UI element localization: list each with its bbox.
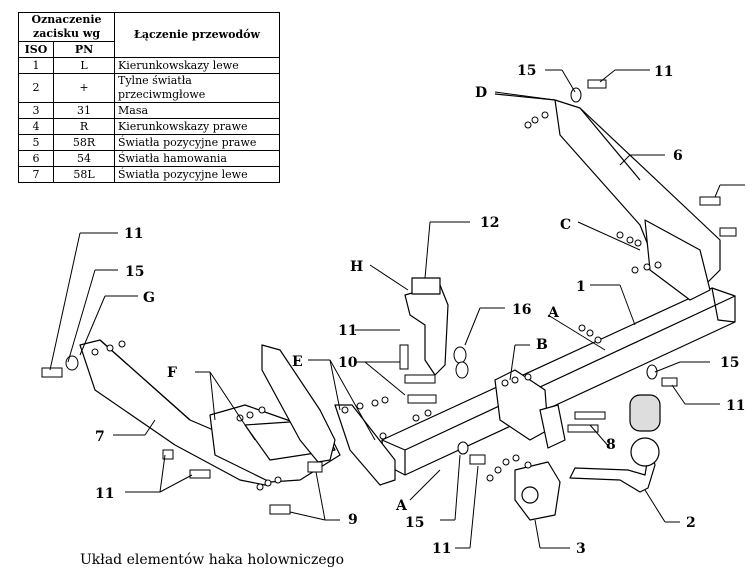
label-c: C (560, 217, 571, 233)
bolt-icon (407, 394, 437, 404)
label-11: 11 (654, 64, 673, 80)
bolt-icon (269, 504, 291, 515)
label-1: 1 (576, 279, 586, 295)
diagram-caption: Układ elementów haka holowniczego (80, 552, 345, 568)
label-2: 2 (686, 515, 696, 531)
label-7: 7 (95, 429, 105, 445)
label-15: 15 (517, 63, 536, 79)
mount-rail (539, 404, 566, 449)
washers-nuts (65, 87, 662, 491)
label-g: G (143, 290, 155, 306)
cell-pn: + (53, 73, 115, 103)
bolt-icon (162, 449, 174, 460)
label-11: 11 (338, 323, 357, 339)
label-a: A (395, 498, 408, 514)
plate-e-inner (334, 404, 396, 486)
bolt-icon (307, 461, 323, 473)
bolt-icon (469, 454, 486, 465)
bushing-icon (455, 361, 469, 379)
bushing-icon (453, 346, 467, 364)
bracket-c (644, 219, 711, 301)
label-b: B (536, 337, 548, 353)
bolt-icon (399, 344, 409, 370)
socket-plate (411, 277, 441, 295)
label-15: 15 (405, 515, 424, 531)
header-terminal-marking: Oznaczenie zacisku wg (18, 12, 115, 42)
label-d: D (475, 85, 487, 101)
label-e: E (292, 354, 303, 370)
label-h: H (350, 259, 363, 275)
bolt-icon (41, 367, 63, 378)
bolt-icon (661, 377, 678, 387)
header-iso: ISO (18, 41, 54, 58)
label-12: 12 (480, 215, 499, 231)
table-row: 2+Tylne światła przeciwmgłowe (18, 73, 280, 103)
leader-lines (49, 69, 745, 549)
label-11: 11 (95, 486, 114, 502)
cell-desc: Tylne światła przeciwmgłowe (114, 73, 280, 103)
label-11: 11 (432, 541, 451, 557)
label-10: 10 (338, 355, 358, 371)
bolt-icon (189, 469, 211, 479)
label-11: 11 (726, 398, 745, 414)
label-a: A (547, 305, 560, 321)
bracket-e (261, 344, 336, 463)
label-3: 3 (576, 541, 586, 557)
cell-iso: 2 (18, 73, 54, 103)
header-wire-connection: Łączenie przewodów (114, 12, 280, 58)
bolt-icon (404, 374, 436, 384)
label-15: 15 (125, 264, 144, 280)
bolt-icon (719, 227, 737, 237)
cell-desc: Kierunkowskazy prawe (114, 118, 280, 135)
label-f: F (167, 365, 177, 381)
label-15: 15 (720, 355, 739, 371)
bracket-h (404, 284, 449, 376)
cell-pn: 58R (53, 134, 115, 151)
cell-desc: Światła hamowania (114, 150, 280, 167)
cell-desc: Światła pozycyjne lewe (114, 166, 280, 183)
wiring-table: Oznaczenie zacisku wg Łączenie przewodów… (18, 12, 280, 183)
bolt-icon (574, 411, 606, 420)
label-6: 6 (673, 148, 683, 164)
bolts (41, 79, 737, 515)
bolt-icon (699, 196, 721, 206)
label-11: 11 (124, 226, 143, 242)
label-9: 9 (348, 512, 358, 528)
tow-ball (569, 394, 661, 493)
label-8: 8 (606, 437, 616, 453)
label-16: 16 (512, 302, 531, 318)
bolt-icon (587, 79, 607, 89)
bolt-icon (567, 424, 599, 433)
